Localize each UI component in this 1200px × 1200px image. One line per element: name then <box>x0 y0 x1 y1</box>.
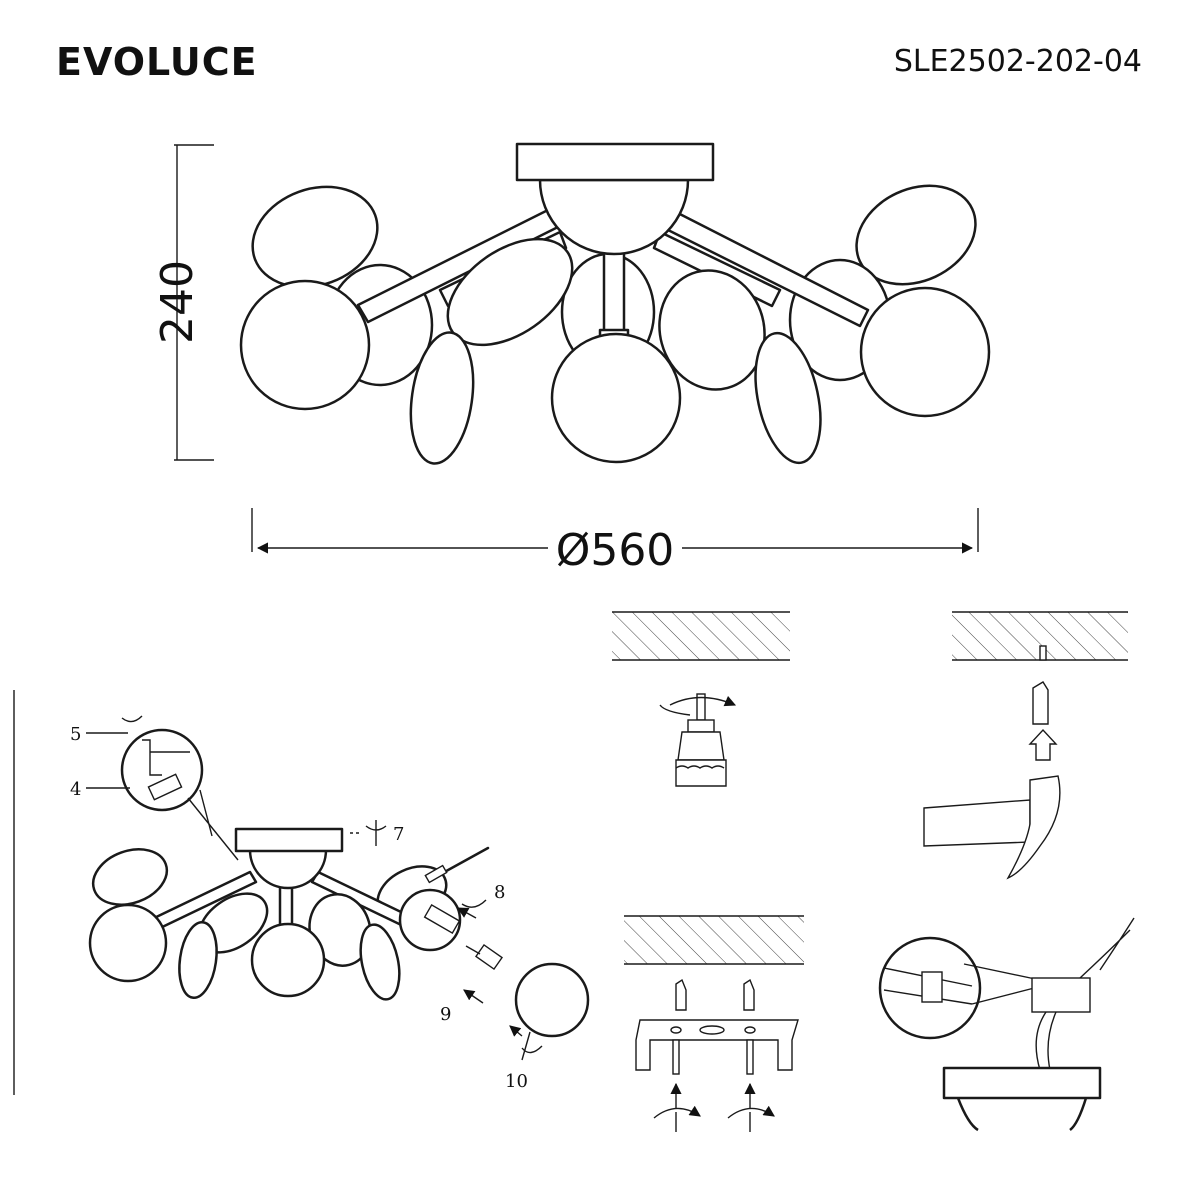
diameter-dimension: Ø560 <box>251 508 979 576</box>
wall-anchor <box>1032 681 1049 725</box>
globe-center <box>550 332 682 464</box>
up-arrow <box>1028 728 1058 761</box>
brand-logo: EVOLUCE <box>56 40 258 84</box>
assembly-view: 5 4 7 8 9 <box>13 690 590 1095</box>
label-9: 9 <box>440 1004 451 1025</box>
mini-canopy <box>234 827 344 853</box>
mini-globe-center <box>250 922 326 998</box>
step-hammer <box>923 611 1128 880</box>
drill-chuck <box>677 731 725 761</box>
step-wiring <box>878 917 1135 1132</box>
canopy-dome <box>538 178 690 256</box>
model-number: SLE2502-202-04 <box>893 44 1142 79</box>
g9-bulb <box>474 943 504 971</box>
front-view <box>239 142 991 465</box>
terminal-block-detail <box>921 971 943 1003</box>
canopy-plate-wiring <box>942 1066 1102 1100</box>
step-drill <box>612 611 790 787</box>
label-7: 7 <box>393 824 404 845</box>
canopy-plate <box>515 142 715 182</box>
label-4: 4 <box>70 779 81 800</box>
terminal-block <box>1031 977 1091 1013</box>
step-bracket <box>624 915 804 1132</box>
glass-globe <box>514 962 590 1038</box>
mini-shade-back-left <box>91 848 169 906</box>
arm-right-lower <box>652 230 782 308</box>
hammer-head <box>1006 775 1061 880</box>
diameter-label: Ø560 <box>556 525 675 576</box>
screw-right <box>746 1039 754 1075</box>
shade-front-right-tilt <box>658 269 766 391</box>
label-5: 5 <box>70 724 81 745</box>
label-8: 8 <box>494 882 505 903</box>
globe-left <box>239 279 371 411</box>
bracket-detail <box>142 739 190 776</box>
height-label: 240 <box>152 260 203 344</box>
screw-left <box>672 1039 680 1075</box>
shade-leaf-right <box>754 331 822 465</box>
detail-magnifier <box>120 728 204 812</box>
shade-back-left <box>251 185 379 289</box>
label-10: 10 <box>505 1071 528 1092</box>
globe-right <box>859 286 991 418</box>
hammer-handle <box>923 799 1031 847</box>
mini-globe-left <box>88 903 168 983</box>
height-dimension: 240 <box>152 144 214 461</box>
shade-leaf-left <box>409 331 475 465</box>
shade-back-right <box>855 184 977 286</box>
screw-rotate-icon <box>121 715 143 723</box>
